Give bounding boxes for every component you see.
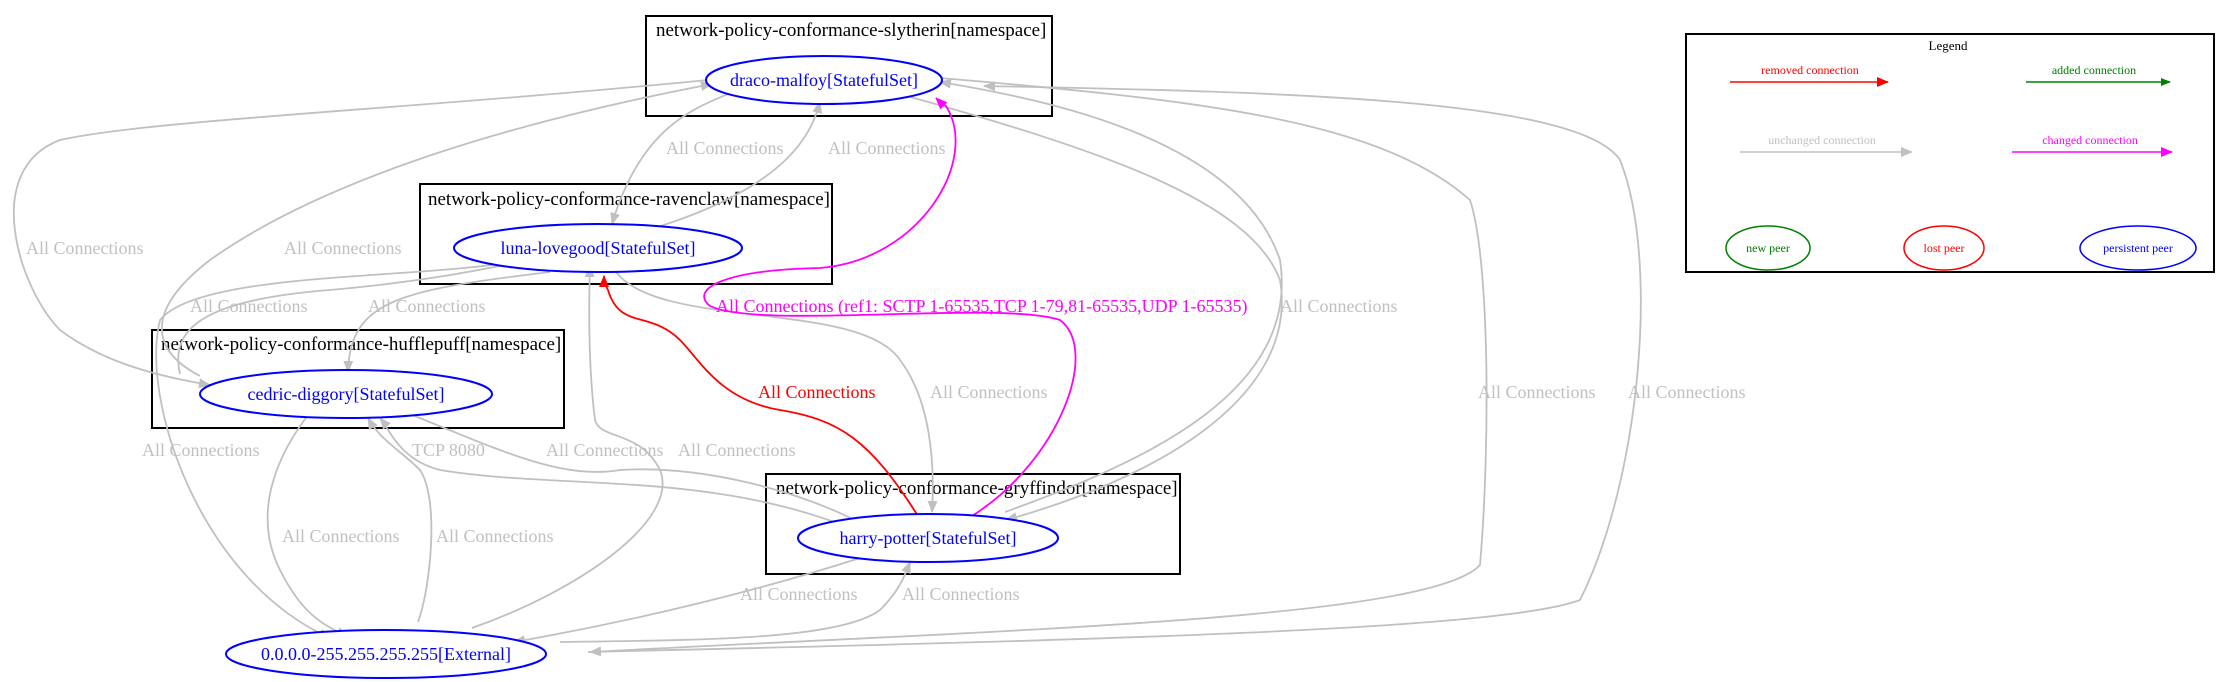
edge-draco-to-external <box>589 77 1488 657</box>
legend-title: Legend <box>1929 38 1968 53</box>
node-external-label: 0.0.0.0-255.255.255.255[External] <box>261 644 511 664</box>
edge-luna-to-cedric <box>343 271 551 373</box>
legend-new-peer-ellipse <box>1725 225 1811 271</box>
label-luna-cedric: All Connections <box>368 296 486 316</box>
edge-external-to-luna <box>471 265 664 629</box>
cluster-ravenclaw-label: network-policy-conformance-ravenclaw[nam… <box>428 189 830 210</box>
legend: Legend removed connection added connecti… <box>1685 33 2215 273</box>
label-cedric-external: All Connections <box>282 526 400 546</box>
label-changed: All Connections (ref1: SCTP 1-65535,TCP … <box>716 296 1247 317</box>
node-draco-malfoy[interactable]: draco-malfoy[StatefulSet] <box>705 55 943 105</box>
edge-cedric-to-external <box>266 409 349 637</box>
node-cedric-diggory[interactable]: cedric-diggory[StatefulSet] <box>199 369 493 419</box>
node-luna-lovegood-label: luna-lovegood[StatefulSet] <box>501 238 696 258</box>
edge-luna-to-harry <box>615 271 938 513</box>
label-draco-luna: All Connections <box>666 138 784 158</box>
label-external-harry: All Connections <box>902 584 1020 604</box>
label-cedric-luna: All Connections <box>190 296 308 316</box>
node-draco-malfoy-label: draco-malfoy[StatefulSet] <box>730 70 918 90</box>
legend-new-peer-label: new peer <box>1746 241 1790 255</box>
node-external[interactable]: 0.0.0.0-255.255.255.255[External] <box>225 629 547 679</box>
label-removed: All Connections <box>758 382 876 402</box>
label-draco-external: All Connections <box>1478 382 1596 402</box>
edge-cedric-to-luna <box>177 259 521 375</box>
legend-lost-peer-ellipse <box>1903 225 1985 271</box>
label-external-cedric: All Connections <box>436 526 554 546</box>
legend-lost-peer-label: lost peer <box>1924 241 1965 255</box>
edge-labels: All Connections All Connections All Conn… <box>26 138 1746 604</box>
edge-cedric-to-harry <box>399 409 867 527</box>
node-luna-lovegood[interactable]: luna-lovegood[StatefulSet] <box>453 223 743 273</box>
edge-harry-to-external <box>513 557 861 646</box>
legend-unchanged-label: unchanged connection <box>1768 133 1876 147</box>
label-luna-harry: All Connections <box>930 382 1048 402</box>
edge-draco-to-harry <box>899 93 1283 522</box>
edge-external-to-harry <box>559 561 911 643</box>
label-external-luna: All Connections <box>678 440 796 460</box>
edge-changed-harry-to-draco <box>703 97 1077 517</box>
label-harry-external: All Connections <box>740 584 858 604</box>
edge-harry-to-draco <box>939 78 1283 513</box>
legend-persistent-peer-label: persistent peer <box>2103 241 2173 255</box>
label-draco-cedric: All Connections <box>26 238 144 258</box>
legend-removed-label: removed connection <box>1761 63 1859 77</box>
cluster-slytherin-label: network-policy-conformance-slytherin[nam… <box>656 20 1046 41</box>
label-luna-draco: All Connections <box>828 138 946 158</box>
cluster-gryffindor-label: network-policy-conformance-gryffindor[na… <box>776 478 1178 499</box>
label-tcp8080: TCP 8080 <box>412 440 485 460</box>
unchanged-edges <box>12 77 1642 657</box>
edge-external-to-draco <box>587 81 1642 653</box>
node-harry-potter[interactable]: harry-potter[StatefulSet] <box>797 513 1059 563</box>
edge-harry-to-cedric <box>379 417 865 535</box>
edge-removed-harry-to-luna <box>599 275 919 517</box>
label-cedric-draco: All Connections <box>284 238 402 258</box>
legend-changed-label: changed connection <box>2042 133 2138 147</box>
edge-draco-to-luna <box>610 93 729 225</box>
label-external-draco: All Connections <box>1628 382 1746 402</box>
label-luna-external: All Connections <box>142 440 260 460</box>
legend-added-label: added connection <box>2052 63 2136 77</box>
edge-external-to-cedric <box>367 417 433 623</box>
cluster-hufflepuff-label: network-policy-conformance-hufflepuff[na… <box>161 334 561 355</box>
node-harry-potter-label: harry-potter[StatefulSet] <box>840 528 1017 548</box>
label-cedric-harry: All Connections <box>546 440 664 460</box>
edge-luna-to-draco <box>647 101 823 231</box>
edge-luna-to-external <box>155 259 521 639</box>
legend-persistent-peer-ellipse <box>2079 225 2197 271</box>
node-cedric-diggory-label: cedric-diggory[StatefulSet] <box>248 384 445 404</box>
edge-cedric-to-draco <box>160 81 713 377</box>
edge-draco-to-cedric <box>12 79 709 389</box>
label-draco-harry: All Connections <box>1280 296 1398 316</box>
